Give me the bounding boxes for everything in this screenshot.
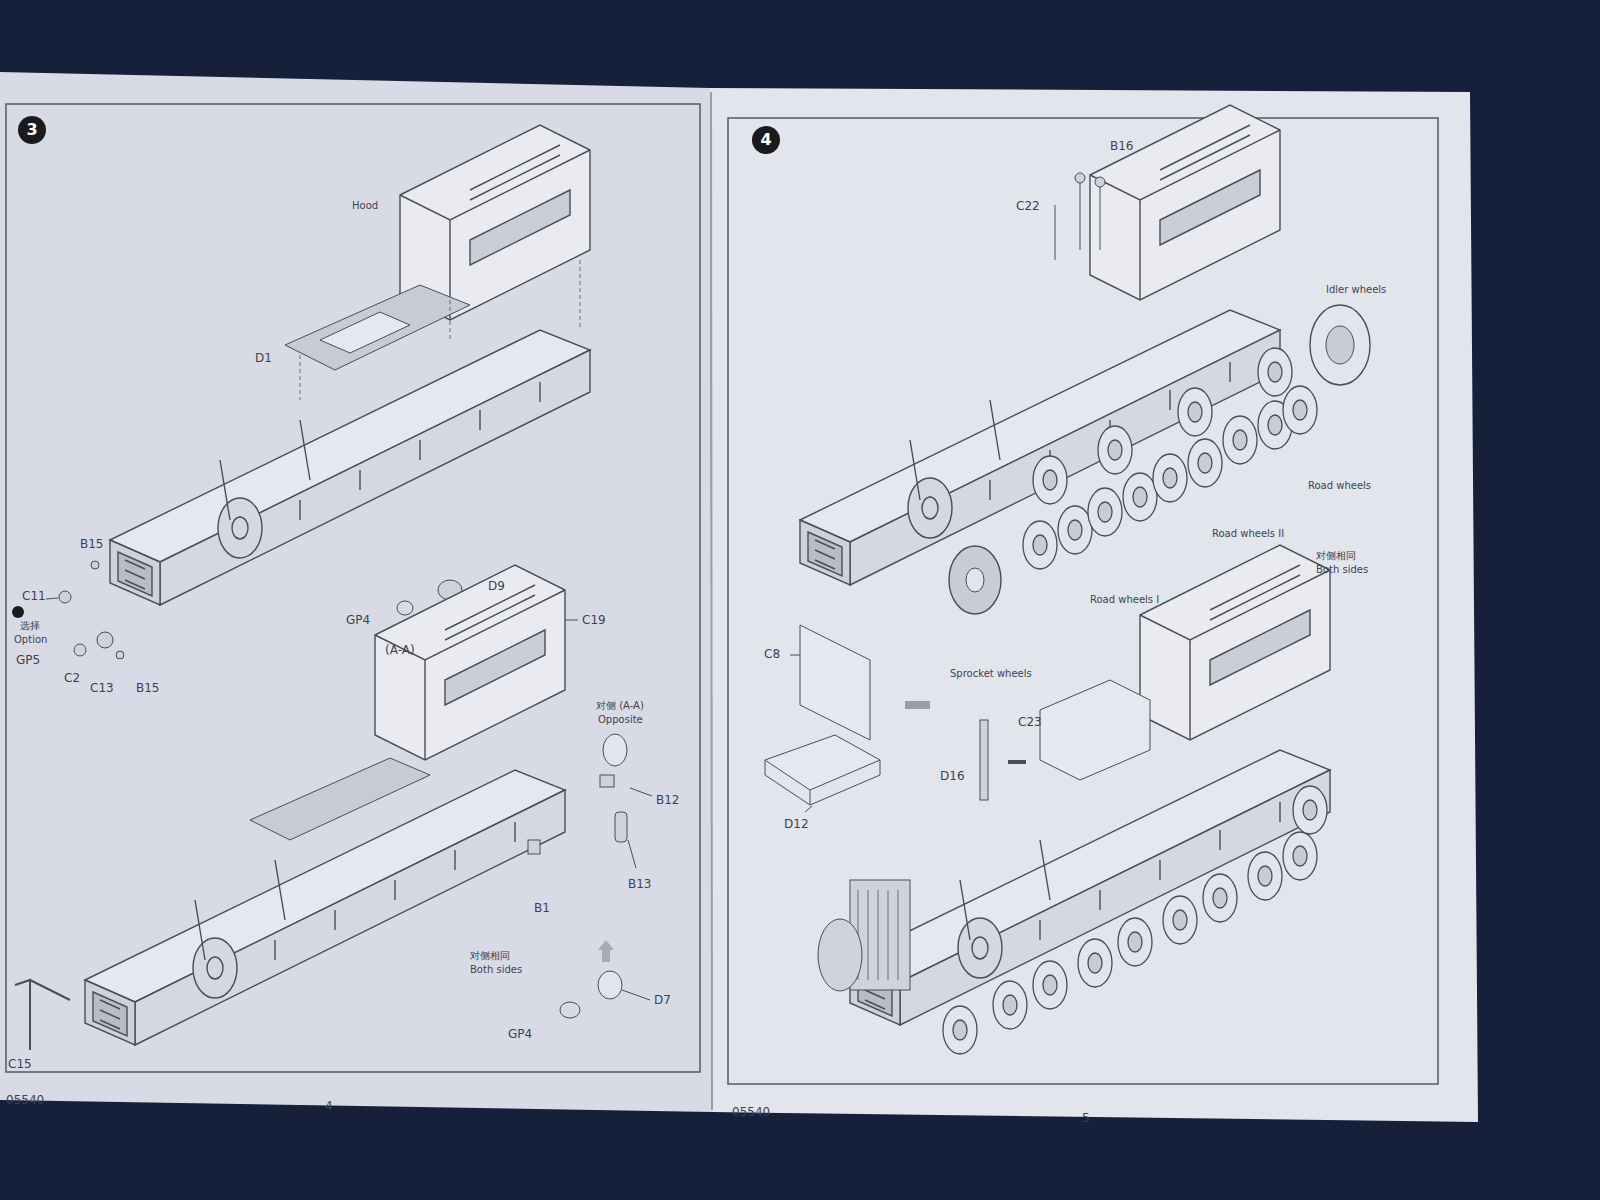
part-number: C11: [22, 590, 46, 604]
part-number: GP4: [508, 1028, 532, 1042]
step-number: 3: [18, 116, 46, 144]
part-number: B1: [534, 902, 550, 916]
step-number: 4: [752, 126, 780, 154]
part-number: 05540: [732, 1106, 770, 1120]
part-number: D1: [255, 352, 272, 366]
part-number: B13: [628, 878, 652, 892]
part-number: C22: [1016, 200, 1040, 214]
part-number: (A-A): [385, 644, 415, 658]
part-number: 4: [325, 1100, 333, 1114]
part-number: C2: [64, 672, 80, 686]
note-text: Hood: [352, 200, 378, 212]
part-number: D9: [488, 580, 505, 594]
part-number: D7: [654, 994, 671, 1008]
note-text: Both sides: [1316, 564, 1368, 576]
note-text: Road wheels: [1308, 480, 1371, 492]
part-number: D12: [784, 818, 809, 832]
note-text: 选择: [20, 620, 40, 632]
part-number: C23: [1018, 716, 1042, 730]
note-text: Idler wheels: [1326, 284, 1386, 296]
note-text: Option: [14, 634, 47, 646]
part-number: C13: [90, 682, 114, 696]
note-text: Sprocket wheels: [950, 668, 1032, 680]
part-number: C8: [764, 648, 780, 662]
note-text: 对侧相同: [1316, 550, 1356, 562]
part-number: C15: [8, 1058, 32, 1072]
note-text: Both sides: [470, 964, 522, 976]
note-text: Opposite: [598, 714, 643, 726]
note-text: Road wheels II: [1212, 528, 1284, 540]
part-number: D16: [940, 770, 965, 784]
note-text: 对侧相同: [470, 950, 510, 962]
part-number: B15: [136, 682, 160, 696]
part-number: 5: [1082, 1112, 1090, 1126]
step-number-text: 3: [26, 122, 37, 138]
part-number: B12: [656, 794, 680, 808]
part-number: C19: [582, 614, 606, 628]
part-number: B15: [80, 538, 104, 552]
note-text: Road wheels I: [1090, 594, 1159, 606]
part-number: GP4: [346, 614, 370, 628]
part-number: GP5: [16, 654, 40, 668]
note-text: 对侧 (A-A): [596, 700, 644, 712]
part-number: 05540: [6, 1094, 44, 1108]
part-number: B16: [1110, 140, 1134, 154]
step-number-text: 4: [760, 132, 771, 148]
